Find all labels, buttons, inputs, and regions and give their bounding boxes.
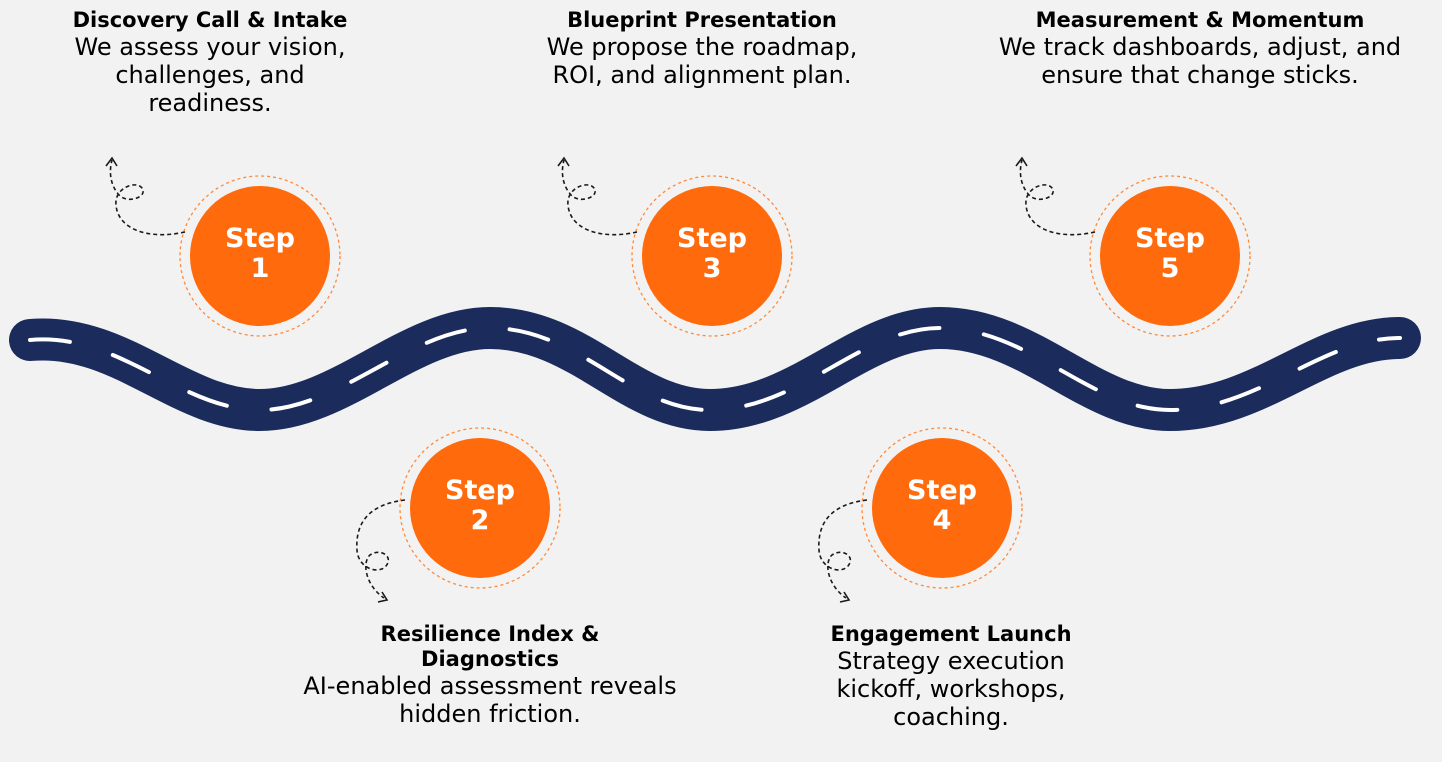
step-2-outer-ring [399,427,561,589]
step-5-title: Measurement & Momentum [1035,8,1365,32]
step-3-description-block: Blueprint Presentation We propose the ro… [532,8,872,89]
step-1-curly-arrow-icon [109,159,186,236]
step-2-curly-arrow-icon [356,499,406,599]
step-4-description-block: Engagement Launch Strategy execution kic… [776,622,1126,732]
step-1-arrowhead-icon [105,156,118,167]
step-1-number: 1 [250,253,270,285]
step-3-word: Step [677,223,747,254]
step-1-word: Step [225,223,295,254]
step-1-description-block: Discovery Call & Intake We assess your v… [55,8,365,118]
step-2-description-block: Resilience Index & Diagnostics AI-enable… [300,622,680,728]
step-3-description: We propose the roadmap, ROI, and alignme… [546,32,858,90]
step-4-title: Engagement Launch [830,622,1072,646]
step-5-curly-arrow-icon [1019,159,1096,236]
step-2-description: AI-enabled assessment reveals hidden fri… [303,671,677,728]
step-2-title: Resilience Index & Diagnostics [380,622,600,671]
step-3-label: Step 3 [642,223,782,285]
step-2-arrowhead-icon [377,591,389,603]
step-1-title: Discovery Call & Intake [72,8,348,32]
step-1-marker [105,156,341,337]
step-4-outer-ring [861,427,1023,589]
step-2-circle [410,438,550,578]
step-4-description: Strategy execution kickoff, workshops, c… [836,646,1066,732]
step-1-description: We assess your vision, challenges, and r… [74,32,346,118]
step-3-outer-ring [631,175,793,337]
step-4-circle [872,438,1012,578]
step-3-marker [557,156,793,337]
step-3-curly-arrow-icon [561,159,638,236]
step-3-number: 3 [702,253,722,285]
step-4-curly-arrow-icon [818,499,868,599]
step-4-number: 4 [932,505,952,537]
step-3-arrowhead-icon [557,156,570,167]
step-2-label: Step 2 [410,475,550,537]
step-4-marker [818,427,1023,603]
step-4-label: Step 4 [872,475,1012,537]
road [9,306,1421,432]
step-5-marker [1015,156,1251,337]
step-3-title: Blueprint Presentation [567,8,837,32]
step-5-word: Step [1135,223,1205,254]
step-5-description-block: Measurement & Momentum We track dashboar… [970,8,1430,89]
step-2-marker [356,427,561,603]
step-1-label: Step 1 [190,223,330,285]
step-5-label: Step 5 [1100,223,1240,285]
step-4-arrowhead-icon [839,591,851,603]
step-5-outer-ring [1089,175,1251,337]
step-5-description: We track dashboards, adjust, and ensure … [998,32,1402,90]
step-1-outer-ring [179,175,341,337]
step-5-arrowhead-icon [1015,156,1028,167]
road-center-dashes [28,325,1402,413]
step-5-circle [1100,186,1240,326]
step-1-circle [190,186,330,326]
step-3-circle [642,186,782,326]
step-5-number: 5 [1160,253,1180,285]
step-2-word: Step [445,475,515,506]
step-4-word: Step [907,475,977,506]
step-2-number: 2 [470,505,490,537]
